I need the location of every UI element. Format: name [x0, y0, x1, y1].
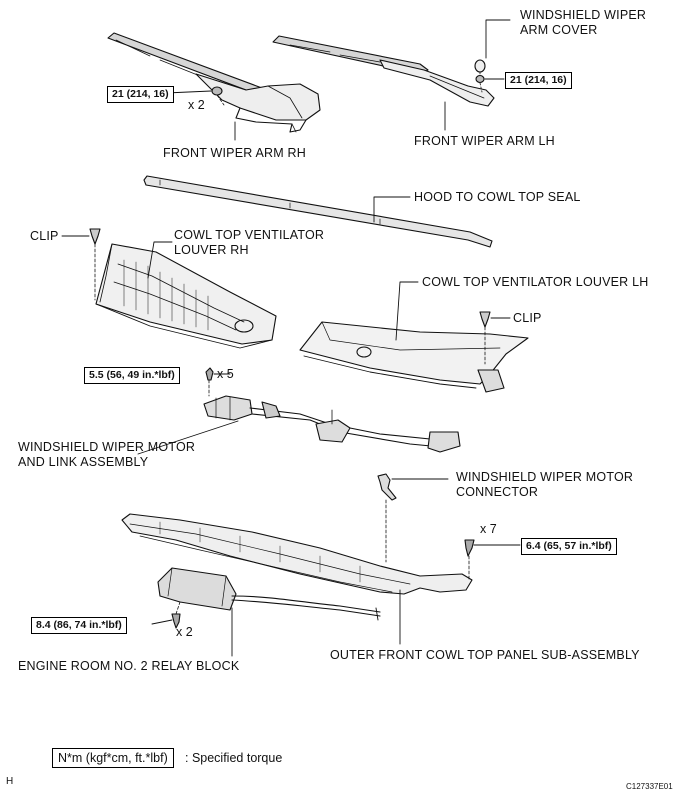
torque-box-motor: 5.5 (56, 49 in.*lbf) — [84, 367, 180, 384]
cowl-top-ventilator-louver-rh — [95, 243, 277, 349]
engine-room-no-2-relay-block — [157, 567, 381, 629]
clip-left — [89, 228, 101, 301]
panel-bolt — [464, 539, 475, 581]
label-front-wiper-arm-rh: FRONT WIPER ARM RH — [163, 146, 306, 160]
torque-box-panel: 6.4 (65, 57 in.*lbf) — [521, 538, 617, 555]
cowl-top-ventilator-louver-lh — [299, 321, 529, 393]
arm-rh-nut — [211, 86, 225, 106]
legend-torque-unit: N*m (kgf*cm, ft.*lbf) — [52, 748, 174, 768]
label-windshield-wiper-motor-connector: WINDSHIELD WIPER MOTOR CONNECTOR — [456, 470, 634, 499]
front-wiper-arm-lh — [272, 35, 495, 107]
page-letter: H — [6, 776, 14, 787]
label-clip-right: CLIP — [513, 311, 542, 325]
label-outer-front-cowl-top-panel: OUTER FRONT COWL TOP PANEL SUB-ASSEMBLY — [330, 648, 640, 662]
label-cowl-top-ventilator-louver-lh: COWL TOP VENTILATOR LOUVER LH — [422, 275, 649, 289]
label-cowl-top-ventilator-louver-rh: COWL TOP VENTILATOR LOUVER RH — [174, 228, 325, 257]
label-windshield-wiper-arm-cover: WINDSHIELD WIPER ARM COVER — [520, 8, 647, 37]
quantity-panel: x 7 — [480, 522, 497, 536]
clip-right — [479, 311, 491, 365]
quantity-relay: x 2 — [176, 625, 193, 639]
windshield-wiper-motor-and-link-assembly — [203, 367, 461, 453]
wiper-arm-cover — [474, 59, 486, 78]
quantity-motor: x 5 — [217, 367, 234, 381]
outer-front-cowl-top-panel — [121, 513, 473, 595]
label-clip-left: CLIP — [30, 229, 59, 243]
hood-to-cowl-top-seal — [143, 175, 493, 248]
arm-lh-nut — [475, 74, 485, 93]
label-front-wiper-arm-lh: FRONT WIPER ARM LH — [414, 134, 555, 148]
torque-box-arm-rh: 21 (214, 16) — [107, 86, 174, 103]
torque-box-relay: 8.4 (86, 74 in.*lbf) — [31, 617, 127, 634]
figure-code: C127337E01 — [626, 782, 673, 791]
quantity-arm-rh: x 2 — [188, 98, 205, 112]
legend-text: : Specified torque — [185, 751, 283, 765]
front-wiper-arm-rh — [107, 32, 321, 133]
torque-box-arm-lh: 21 (214, 16) — [505, 72, 572, 89]
label-engine-room-no-2-relay-block: ENGINE ROOM NO. 2 RELAY BLOCK — [18, 659, 240, 673]
label-hood-to-cowl-top-seal: HOOD TO COWL TOP SEAL — [414, 190, 581, 204]
label-windshield-wiper-motor-and-link-assembly: WINDSHIELD WIPER MOTOR AND LINK ASSEMBLY — [18, 440, 196, 469]
windshield-wiper-motor-connector — [377, 473, 397, 563]
